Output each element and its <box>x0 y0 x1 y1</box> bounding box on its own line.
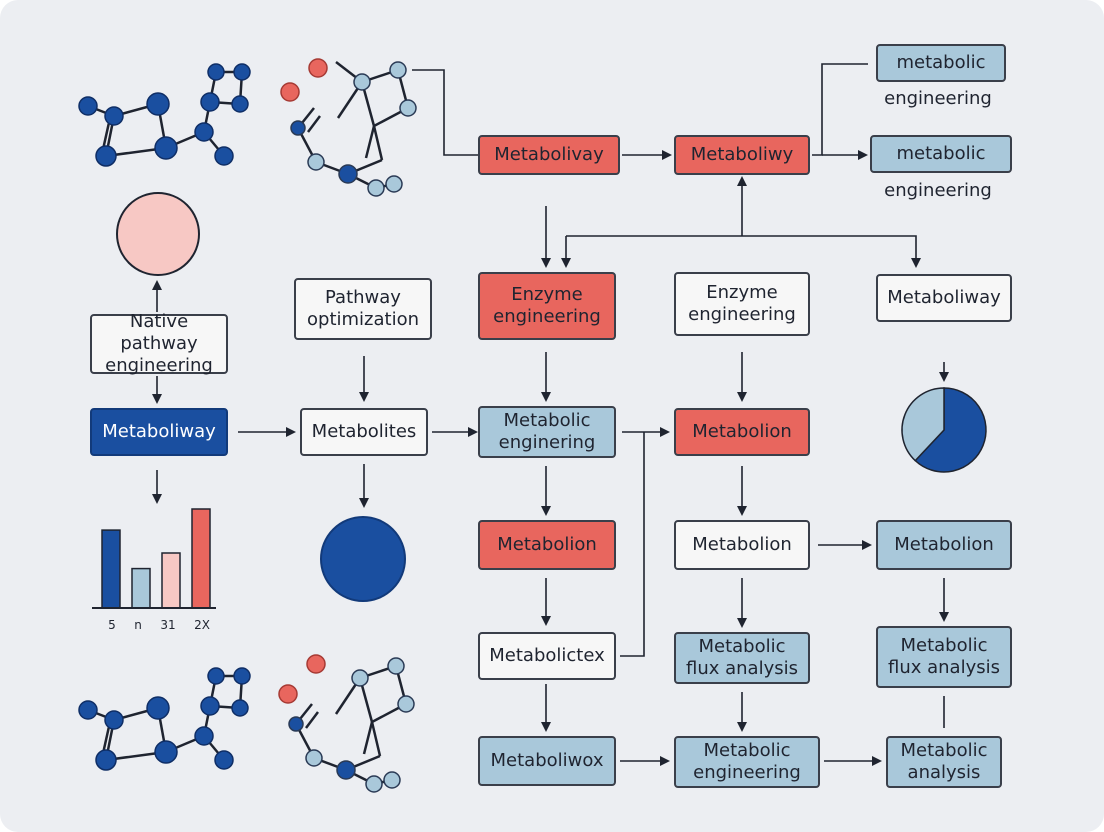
node-native-pathway-engineering[interactable]: Native pathway engineering <box>90 311 228 376</box>
bar-31 <box>161 552 181 609</box>
node-metabolic-enginering[interactable]: Metabolic enginering <box>478 406 616 458</box>
node-metabolic-analysis[interactable]: Metabolic analysis <box>886 736 1002 788</box>
node-metaboliway-right[interactable]: Metaboliway <box>876 274 1012 322</box>
pie-chart <box>901 387 987 473</box>
node-metaboliwox[interactable]: Metaboliwox <box>478 736 616 786</box>
label-engineering-2: engineering <box>884 180 992 201</box>
loop-metabolictex <box>620 432 645 657</box>
arrow-molecule-to-metabolivay <box>412 69 478 156</box>
node-metabolictex[interactable]: Metabolictex <box>478 632 616 680</box>
bar-tick-label: 2X <box>194 618 210 632</box>
node-metabolic-2[interactable]: metabolic <box>870 135 1012 173</box>
molecule-bottom-center-icon <box>278 654 415 793</box>
bar-tick-label: 31 <box>160 618 176 632</box>
bar-chart <box>92 508 216 609</box>
node-enzyme-engineering-white[interactable]: Enzyme engineering <box>674 272 810 336</box>
node-metabolion-blue[interactable]: Metabolion <box>876 520 1012 570</box>
node-metabolic-flux-analysis-2[interactable]: Metabolic flux analysis <box>876 626 1012 688</box>
molecule-top-center-icon <box>280 58 417 197</box>
branch-line <box>566 235 921 268</box>
bar-5 <box>101 529 121 609</box>
bar-n <box>131 567 151 609</box>
node-pathway-optimization[interactable]: Pathway optimization <box>294 278 432 340</box>
node-metabolic-engineering-bottom[interactable]: Metabolic engineering <box>674 736 820 788</box>
node-metabolic-1[interactable]: metabolic <box>876 44 1006 82</box>
bar-2X <box>191 508 211 609</box>
node-metaboliwy-top[interactable]: Metaboliwy <box>674 135 810 175</box>
node-metabolivay-top[interactable]: Metabolivay <box>478 135 620 175</box>
molecule-top-left-icon <box>78 63 251 167</box>
molecule-bottom-left-icon <box>78 667 251 771</box>
node-metabolion-red-mid[interactable]: Metabolion <box>674 408 810 456</box>
node-metabolic-flux-analysis-1[interactable]: Metabolic flux analysis <box>674 632 810 684</box>
node-metaboliway-navy[interactable]: Metaboliway <box>90 408 228 456</box>
node-enzyme-engineering-red[interactable]: Enzyme engineering <box>478 272 616 340</box>
pink-circle <box>116 192 200 276</box>
node-metabolion-white[interactable]: Metabolion <box>674 520 810 570</box>
label-engineering-1: engineering <box>884 88 992 109</box>
arrow-metaboliwy-to-metabolic-1 <box>812 63 868 156</box>
pie-slice-1 <box>901 387 945 462</box>
bar-tick-label: 5 <box>108 618 116 632</box>
node-metabolion-red-low[interactable]: Metabolion <box>478 520 616 570</box>
bar-tick-label: n <box>134 618 142 632</box>
pie-slice-0 <box>914 387 987 473</box>
navy-circle <box>320 516 406 602</box>
node-metabolites[interactable]: Metabolites <box>300 408 428 456</box>
